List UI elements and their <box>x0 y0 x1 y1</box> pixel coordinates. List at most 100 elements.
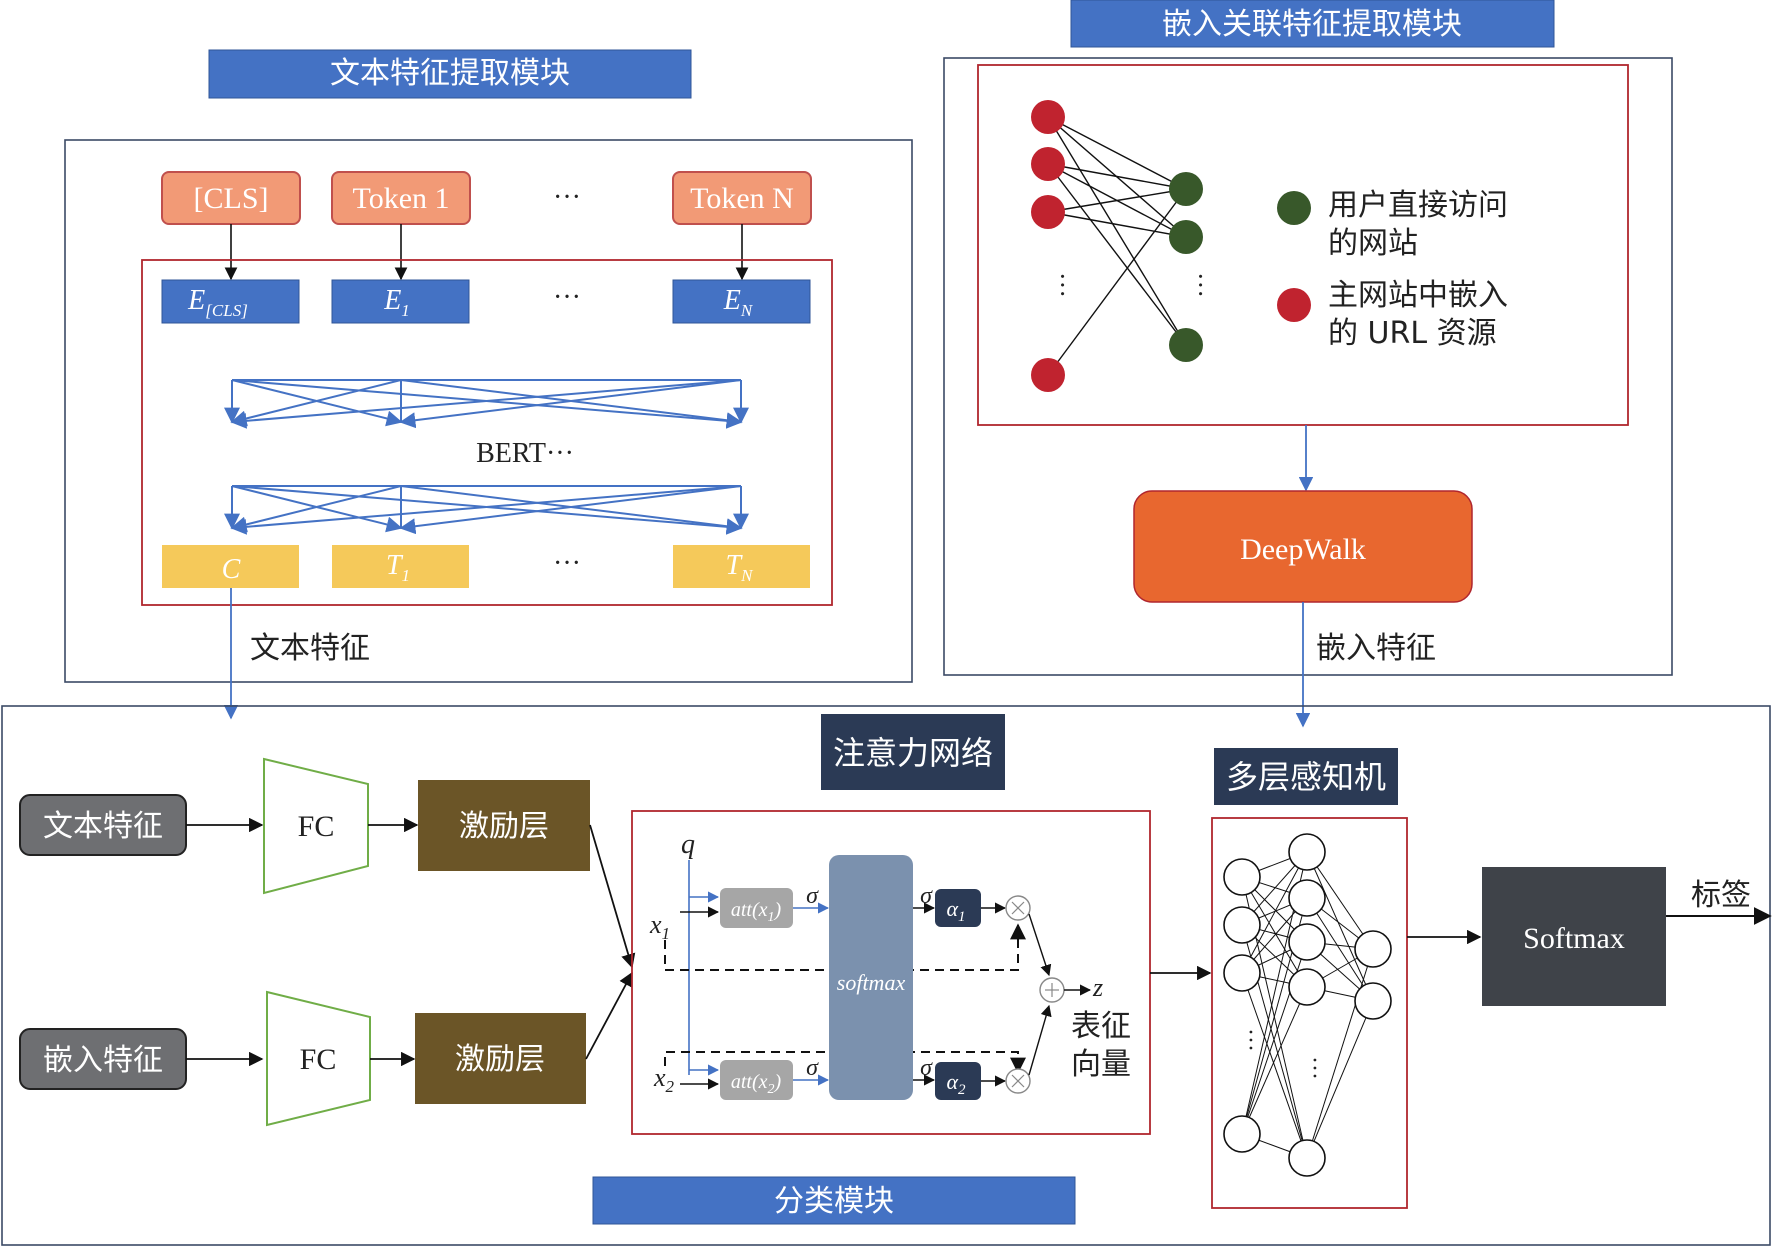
green-node <box>1169 220 1203 254</box>
token-1-label: Token 1 <box>352 182 449 215</box>
embedding-ellipsis: ··· <box>553 282 581 313</box>
red-node <box>1031 358 1065 392</box>
mlp-node <box>1354 930 1392 968</box>
token-n-label: Token N <box>690 182 794 215</box>
multiply-node-2 <box>1005 1068 1031 1094</box>
red-node <box>1031 147 1065 181</box>
mlp-node <box>1223 858 1261 896</box>
mlp-node <box>1223 954 1261 992</box>
embed-module-title: 嵌入关联特征提取模块 <box>1162 7 1462 42</box>
text-module-title-box <box>208 49 692 99</box>
alpha2-label: α2 <box>946 1069 966 1098</box>
att-x1-label: att(x1) <box>731 899 782 925</box>
red-node-ellipsis: ··· <box>1048 272 1077 298</box>
dashed-path-x1 <box>664 923 1026 971</box>
softmax-bar <box>829 855 913 1100</box>
text-feature-label: 文本特征 <box>250 631 370 666</box>
mlp-title-box <box>1214 748 1398 805</box>
legend-green-line2: 的网站 <box>1328 226 1418 261</box>
classification-module: 文本特征 嵌入特征 FC FC 激励层 激励层 注意力网络 q x1 x2 <box>1 705 1772 1246</box>
softmax-label: Softmax <box>1523 922 1625 955</box>
z-label: z <box>1092 973 1103 1002</box>
legend-green-icon <box>1277 191 1311 225</box>
legend-green-line1: 用户直接访问 <box>1328 188 1508 223</box>
mlp-node <box>1288 879 1326 917</box>
embedding-feature-module: 嵌入关联特征提取模块 ··· ··· 用户直接访问 的网站 主网站中嵌入 的 U <box>943 0 1673 728</box>
token-cls-label: [CLS] <box>194 182 269 215</box>
mlp-node <box>1354 982 1392 1020</box>
mlp-node <box>1288 833 1326 871</box>
input-embed-feature-label: 嵌入特征 <box>43 1043 163 1078</box>
bert-frame <box>141 259 833 606</box>
transformer-layer-1 <box>224 379 749 429</box>
att-x1-box <box>720 888 793 928</box>
token-ellipsis: ··· <box>553 182 581 213</box>
repr-line2: 向量 <box>1071 1047 1131 1082</box>
fc-layer-top <box>263 757 369 895</box>
excite-top-label: 激励层 <box>459 809 549 844</box>
mlp-ellipsis-2: ··· <box>1301 1056 1327 1080</box>
sigma-1: σ <box>806 883 819 909</box>
red-node <box>1031 100 1065 134</box>
mlp-title: 多层感知机 <box>1226 758 1386 796</box>
alpha1-label: α1 <box>946 896 965 925</box>
deepwalk-label: DeepWalk <box>1240 533 1366 566</box>
x2-label: x2 <box>653 1063 675 1096</box>
embed-feature-label: 嵌入特征 <box>1316 631 1436 666</box>
att-x2-box <box>720 1060 793 1100</box>
attention-title-box <box>821 714 1005 790</box>
excite-layer-bottom <box>415 1013 586 1104</box>
sigma-3: σ <box>920 883 933 909</box>
att-x2-label: att(x2) <box>731 1071 782 1097</box>
graph-edges <box>1047 116 1187 376</box>
output-ellipsis: ··· <box>553 548 581 579</box>
dashed-path-x2 <box>664 1051 1026 1074</box>
red-node <box>1031 195 1065 229</box>
embedding-1-label: E1 <box>383 285 410 320</box>
legend-red-icon <box>1277 288 1311 322</box>
attention-title: 注意力网络 <box>833 734 993 772</box>
input-text-feature-label: 文本特征 <box>43 809 163 844</box>
legend-red-line1: 主网站中嵌入 <box>1328 278 1508 313</box>
embedding-cls <box>161 279 300 324</box>
embedding-n <box>672 279 811 324</box>
fc-bottom-label: FC <box>300 1043 337 1076</box>
embed-module-frame <box>943 57 1673 676</box>
text-module-frame <box>64 139 913 683</box>
output-c <box>162 545 299 588</box>
output-tn-label: TN <box>726 550 755 585</box>
fc-layer-bottom <box>266 990 371 1127</box>
embedding-1 <box>331 279 470 324</box>
mlp-node <box>1223 906 1261 944</box>
repr-line1: 表征 <box>1071 1009 1131 1044</box>
mlp-node <box>1288 923 1326 961</box>
q-label: q <box>681 829 695 860</box>
mlp-node <box>1288 1139 1326 1177</box>
alpha2-box <box>935 1062 981 1100</box>
mlp-frame <box>1211 817 1408 1209</box>
legend-red-line2: 的 URL 资源 <box>1328 316 1497 351</box>
output-c-label: C <box>222 554 241 585</box>
output-t1-label: T1 <box>386 550 410 585</box>
mlp-node <box>1223 1115 1261 1153</box>
text-module-title: 文本特征提取模块 <box>330 56 570 91</box>
output-t1 <box>332 545 469 588</box>
fc-top-label: FC <box>298 810 335 843</box>
multiply-node-1 <box>1005 895 1031 921</box>
excite-layer-top <box>418 780 590 871</box>
embed-module-title-box <box>1070 0 1555 48</box>
x1-label: x1 <box>649 910 670 943</box>
excite-bottom-label: 激励层 <box>455 1042 545 1077</box>
graph-frame <box>977 64 1629 426</box>
add-node <box>1039 977 1065 1003</box>
green-node-ellipsis: ··· <box>1186 272 1215 298</box>
embedding-n-label: EN <box>723 285 754 320</box>
sigma-4: σ <box>920 1055 933 1081</box>
bert-label: BERT··· <box>476 438 574 469</box>
label-output: 标签 <box>1691 878 1751 913</box>
output-tn <box>673 545 810 588</box>
text-feature-module: 文本特征提取模块 [CLS] Token 1 ··· Token N E[CLS… <box>64 49 913 720</box>
classify-module-title-box <box>592 1176 1076 1225</box>
mlp-node <box>1288 968 1326 1006</box>
transformer-layer-2 <box>224 485 749 535</box>
